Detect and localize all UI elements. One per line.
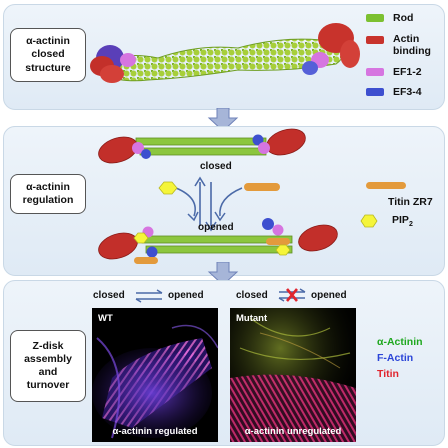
down-arrow-2: [207, 262, 239, 286]
opened-label: opened: [198, 222, 234, 233]
legend-pip2-icon: [360, 214, 378, 228]
mutant-tag: Mutant: [236, 313, 268, 324]
legend-titin-label: Titin ZR7: [388, 196, 433, 208]
wt-tag: WT: [98, 313, 113, 324]
legend-rod-label: Rod: [393, 12, 414, 24]
mutant-closed-label: closed: [236, 290, 268, 301]
mutant-caption: α-actinin unregulated: [244, 426, 342, 437]
blocked-x-icon: [286, 288, 298, 302]
legend-pip2-label: PIP2: [392, 214, 413, 229]
wt-micrograph: WT α-actinin regulated: [92, 308, 218, 442]
stain-f-actin: F-Actin: [377, 352, 414, 364]
regulation-diagram: [98, 128, 338, 264]
alpha-actinin-structure: [90, 23, 360, 83]
legend-ef12-label: EF1-2: [393, 66, 422, 78]
mutant-micrograph: Mutant α-actinin unregulated: [230, 308, 356, 442]
wt-opened-label: opened: [168, 290, 204, 301]
legend-rod-swatch: [366, 14, 384, 22]
stain-titin: Titin: [377, 368, 399, 380]
legend-actin-binding-swatch: [366, 36, 384, 44]
opened-dimer: [98, 218, 338, 264]
legend-ef34-swatch: [366, 88, 384, 96]
mutant-opened-label: opened: [311, 290, 347, 301]
wt-closed-label: closed: [93, 290, 125, 301]
down-arrow-1: [207, 108, 239, 132]
legend-ef34-label: EF3-4: [393, 86, 422, 98]
legend-titin-swatch: [366, 182, 406, 189]
closed-dimer: [98, 128, 306, 164]
mutant-equilibrium-arrows: [278, 288, 306, 302]
stain-alpha-actinin: α-Actinin: [377, 336, 423, 348]
wt-caption: α-actinin regulated: [112, 426, 198, 437]
wt-equilibrium-arrows: [135, 289, 163, 303]
legend-ef12-swatch: [366, 68, 384, 76]
closed-label: closed: [200, 161, 232, 172]
